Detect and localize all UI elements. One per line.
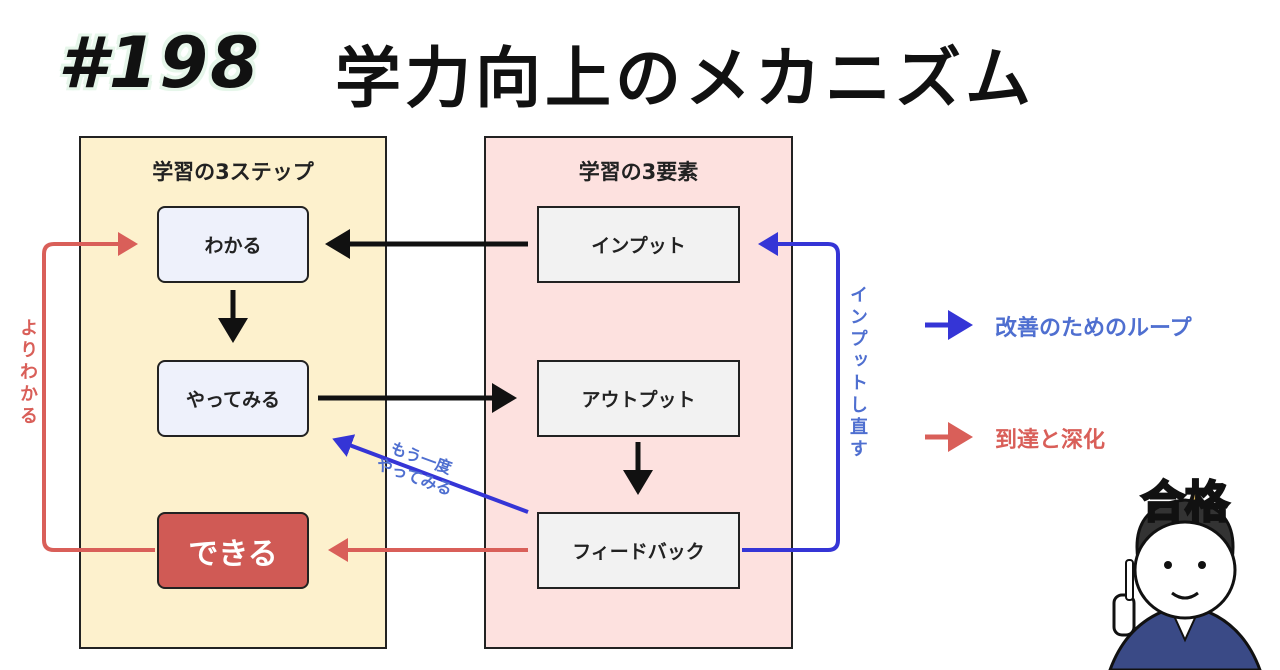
student-pass-illustration: 合格: [1108, 476, 1262, 670]
episode-number: #198: [58, 22, 261, 104]
pass-badge-text: 合格: [1141, 477, 1230, 528]
legend-reach-and-deepen: 到達と深化: [995, 428, 1106, 453]
step-understand: わかる: [157, 206, 309, 283]
arrow-can-do-to-understand-loop: [42, 232, 155, 552]
step-try: やってみる: [157, 360, 309, 437]
label-understand-more: よりわかる: [17, 318, 38, 428]
arrow-feedback-to-input-loop: [742, 232, 840, 552]
element-input: インプット: [537, 206, 740, 283]
step-can-do: できる: [157, 512, 309, 589]
label-reinput: インプットし直す: [847, 285, 868, 461]
element-feedback: フィードバック: [537, 512, 740, 589]
element-output: アウトプット: [537, 360, 740, 437]
arrow-feedback-retry: [332, 434, 529, 514]
page-title: 学力向上のメカニズム: [335, 40, 1035, 117]
right-panel-title: 学習の3要素: [578, 160, 699, 184]
left-panel-title: 学習の3ステップ: [152, 160, 314, 184]
legend-improvement-loop: 改善のためのループ: [995, 316, 1192, 341]
